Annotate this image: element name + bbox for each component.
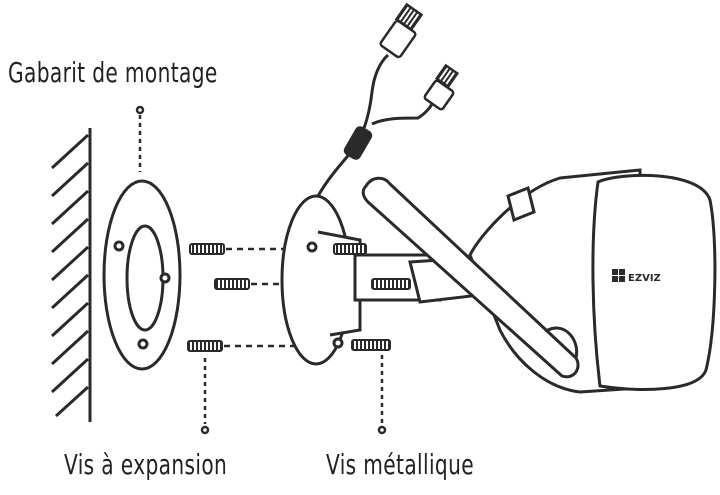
expansion-screw-leader bbox=[200, 358, 210, 435]
metal-screw bbox=[351, 339, 391, 351]
power-connector bbox=[423, 63, 460, 111]
wall-hatch bbox=[50, 301, 90, 338]
cable-junction bbox=[343, 126, 373, 160]
template-leader bbox=[135, 105, 145, 172]
wall-hatch bbox=[50, 189, 90, 226]
wall-hatch bbox=[50, 357, 90, 394]
camera-body bbox=[468, 168, 717, 394]
metal-screw-label: Vis métallique bbox=[326, 448, 474, 481]
camera-clip bbox=[506, 185, 536, 223]
wall bbox=[50, 128, 92, 422]
wall-hatch bbox=[54, 385, 90, 418]
brand-text: EZVIZ bbox=[628, 273, 661, 284]
antenna bbox=[361, 176, 580, 379]
wall-hatch bbox=[50, 217, 90, 254]
metal-screw-leader bbox=[377, 355, 387, 435]
camera-mount-base bbox=[280, 194, 362, 366]
metal-screw bbox=[333, 243, 367, 255]
camera-cable bbox=[316, 53, 438, 197]
expansion-screw-label: Vis à expansion bbox=[64, 448, 228, 481]
expansion-screw bbox=[187, 340, 340, 352]
mounting-template-label: Gabarit de montage bbox=[8, 56, 218, 89]
network-connector bbox=[379, 2, 424, 59]
ezviz-logo: EZVIZ bbox=[612, 269, 661, 284]
wall-hatch bbox=[50, 161, 90, 198]
mounting-template bbox=[102, 179, 182, 371]
metal-screw bbox=[371, 278, 411, 290]
wall-hatch bbox=[50, 133, 90, 170]
wall-hatch bbox=[50, 329, 90, 366]
wall-hatch bbox=[50, 273, 90, 310]
expansion-screw bbox=[189, 243, 318, 255]
wall-hatch bbox=[50, 245, 90, 282]
